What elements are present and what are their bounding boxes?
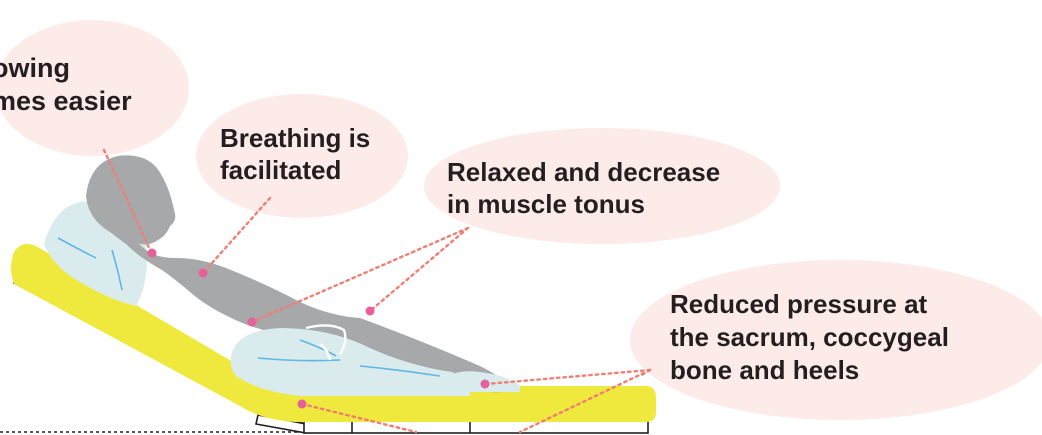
callout-relaxed: Relaxed and decrease in muscle tonus [447, 156, 720, 220]
callout-breathing-line1: Breathing is [220, 122, 370, 154]
callout-swallowing: owing mes easier [0, 52, 132, 118]
marker-thigh [366, 307, 375, 316]
callout-pressure-line3: bone and heels [670, 354, 949, 387]
callout-relaxed-line2: in muscle tonus [447, 188, 720, 220]
callout-swallowing-line1: owing [0, 52, 132, 85]
callout-breathing: Breathing is facilitated [220, 122, 370, 186]
callout-pressure-line2: the sacrum, coccygeal [670, 321, 949, 354]
callout-pressure: Reduced pressure at the sacrum, coccygea… [670, 288, 949, 387]
marker-sacrum [298, 400, 307, 409]
callout-breathing-line2: facilitated [220, 154, 370, 186]
marker-throat [148, 249, 157, 258]
callout-relaxed-line1: Relaxed and decrease [447, 156, 720, 188]
callout-pressure-line1: Reduced pressure at [670, 288, 949, 321]
callout-swallowing-line2: mes easier [0, 85, 132, 118]
marker-heel [481, 380, 490, 389]
marker-chest [199, 269, 208, 278]
marker-abdomen [248, 318, 257, 327]
